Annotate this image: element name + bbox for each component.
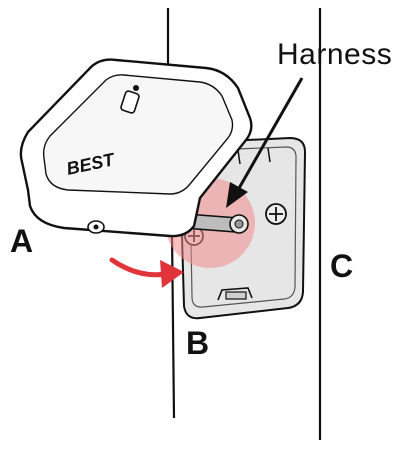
part-label-a: A [10,223,34,259]
part-label-c: C [330,248,354,284]
part-label-b: B [186,325,210,361]
screw-icon [265,203,287,225]
harness-connector [183,213,249,234]
reader-slot-icon [120,85,140,114]
wall-lines [166,8,322,440]
screw-hole-icon [87,220,105,234]
motion-arrow [109,257,184,288]
front-cover: BEST [19,58,253,238]
harness-callout-label: Harness [277,38,393,71]
callout-arrow [226,77,304,208]
